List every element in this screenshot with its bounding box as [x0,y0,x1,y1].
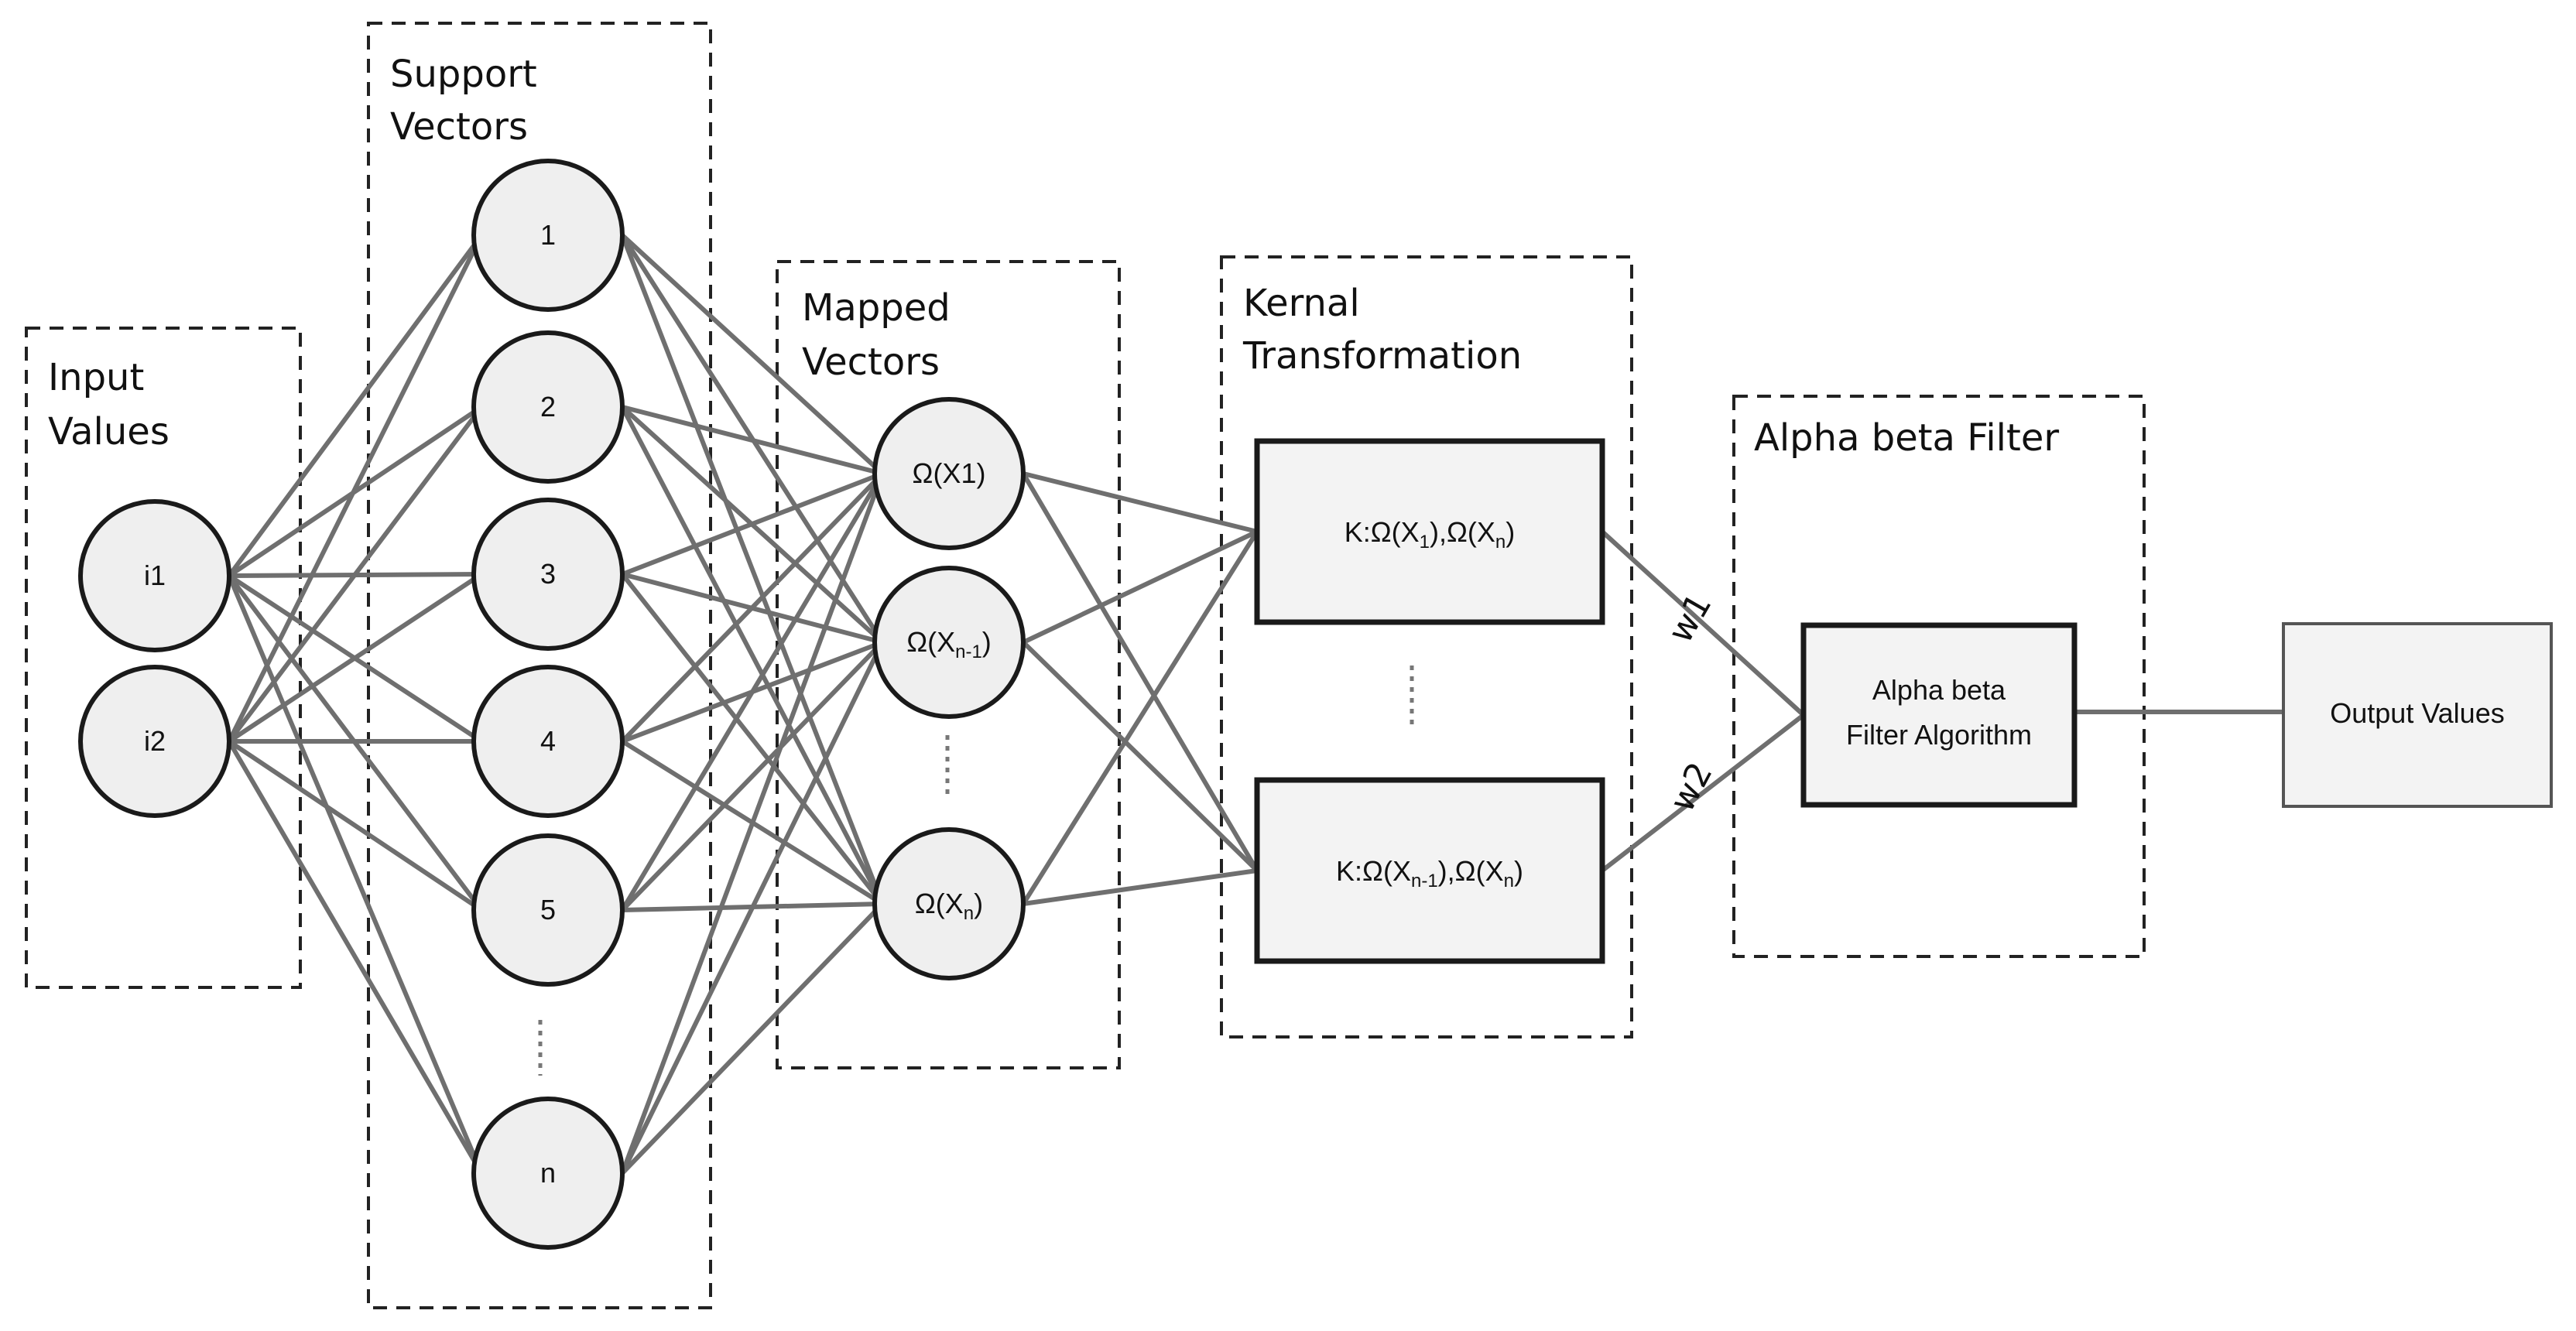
svg-text:Ω(Xn): Ω(Xn) [915,888,983,924]
support-node-label: 1 [540,219,556,251]
edge-mapped-kernel [1021,472,1259,872]
edge-support-mapped [621,471,884,577]
kernel-label-part: K:Ω(X [1345,516,1420,548]
svg-text:Ω(X1): Ω(X1) [913,457,986,489]
mapped-node-label: Ω(X [915,888,964,919]
svg-text:K:Ω(X1),Ω(Xn): K:Ω(X1),Ω(Xn) [1345,516,1516,553]
support-node-label: 2 [540,391,556,423]
kernel-box-1: K:Ω(X1),Ω(Xn) [1254,438,1605,625]
edge-support-mapped [620,234,885,905]
edge-input-support [228,739,483,912]
edge-input-support [227,740,484,1175]
kernel-transformation-title-line2: Transformation [1242,334,1522,378]
edge-mapped-kernel [1023,471,1258,534]
support-node-label: 5 [540,894,556,926]
kernel-box-2: K:Ω(Xn-1),Ω(Xn) [1254,777,1605,964]
edge-support-mapped [620,233,885,476]
kernel-label-part: ) [1506,516,1515,548]
edge-input-support [227,234,484,577]
edge-mapped-kernel [1023,868,1258,906]
edge-support-mapped [620,640,885,912]
alpha-beta-filter-title: Alpha beta Filter [1754,416,2059,460]
mapped-vectors-title-line1: Mapped [802,286,951,330]
support-node-label: n [540,1157,556,1189]
support-node-label: 4 [540,725,556,757]
input-values-group [25,327,302,989]
filter-algorithm-box: Alpha beta Filter Algorithm [1800,622,2078,808]
mapped-vectors-group [776,260,1121,1069]
kernel-label-sub: n [1495,532,1506,553]
edge-input-support [227,405,484,743]
kernel-transformation-group [1220,255,1633,1038]
mapped-node-tail: ) [974,888,983,919]
mapped-node-x1: Ω(X1) [872,397,1026,550]
edge-kernel-filter [1600,529,1806,717]
input-node-label: i2 [144,725,166,757]
kernel-label-part: ),Ω(X [1438,855,1504,887]
support-vectors-title-line2: Vectors [390,105,528,149]
input-node-i1: i1 [78,499,231,652]
filter-label-line2: Filter Algorithm [1846,719,2032,751]
support-node-1: 1 [471,159,625,312]
edge-input-support [227,574,484,1175]
edge-mapped-kernel [1021,530,1259,905]
edge-support-mapped [620,472,885,1175]
mapped-node-xn: Ω(Xn) [872,827,1026,980]
weight-w2: w2 [1663,756,1721,818]
support-node-2: 2 [471,330,625,484]
input-values-title-line2: Values [48,410,170,453]
edge-input-support [227,234,484,743]
edge-support-mapped [620,471,885,744]
kernel-label-part: ) [1514,855,1523,887]
kernel-label-sub: 1 [1420,532,1430,553]
mapped-vectors-title-line2: Vectors [802,340,940,384]
edge-mapped-kernel [1022,529,1259,645]
edge-support-mapped [620,573,885,905]
support-node-4: 4 [471,665,625,818]
edge-mapped-kernel [1021,640,1259,873]
kernel-label-sub: n-1 [1411,871,1438,891]
filter-label-line1: Alpha beta [1872,674,2006,706]
mapped-node-subscript: n-1 [955,642,982,662]
svg-text:K:Ω(Xn-1),Ω(Xn): K:Ω(Xn-1),Ω(Xn) [1336,855,1523,891]
support-vectors-title-line1: Support [390,53,537,96]
output-values-box: Output Values [2282,622,2553,808]
kernel-label-part: K:Ω(X [1336,855,1411,887]
weight-w1: w1 [1660,587,1719,649]
input-node-label: i1 [144,559,166,591]
support-node-3: 3 [471,498,625,651]
svg-text:Ω(Xn-1): Ω(Xn-1) [906,626,992,662]
mapped-node-xn-1: Ω(Xn-1) [872,566,1026,719]
input-node-i2: i2 [78,665,231,818]
edge-input-support [228,572,483,744]
edge-kernel-filter [1601,713,1805,873]
kernel-label-sub: n [1504,871,1514,891]
input-values-title-line1: Input [48,356,144,399]
mapped-node-subscript: n [964,903,974,924]
edge-support-mapped [620,472,885,912]
alpha-beta-filter-group [1732,395,2146,958]
edges [227,233,2283,1175]
support-node-5: 5 [471,833,625,987]
support-node-label: 3 [540,558,556,590]
edge-support-mapped [620,405,885,905]
kernel-transformation-title-line1: Kernal [1243,282,1360,325]
output-values-label: Output Values [2330,697,2504,729]
kernel-label-part: ),Ω(X [1430,516,1495,548]
mapped-node-label: Ω(X [906,626,955,658]
support-node-n: n [471,1097,625,1250]
mapped-node-tail: ) [982,626,992,658]
mapped-node-label: Ω(X1) [913,457,986,489]
edge-support-mapped [622,405,883,476]
edge-support-mapped [620,641,885,1175]
edge-support-mapped [620,902,885,1175]
